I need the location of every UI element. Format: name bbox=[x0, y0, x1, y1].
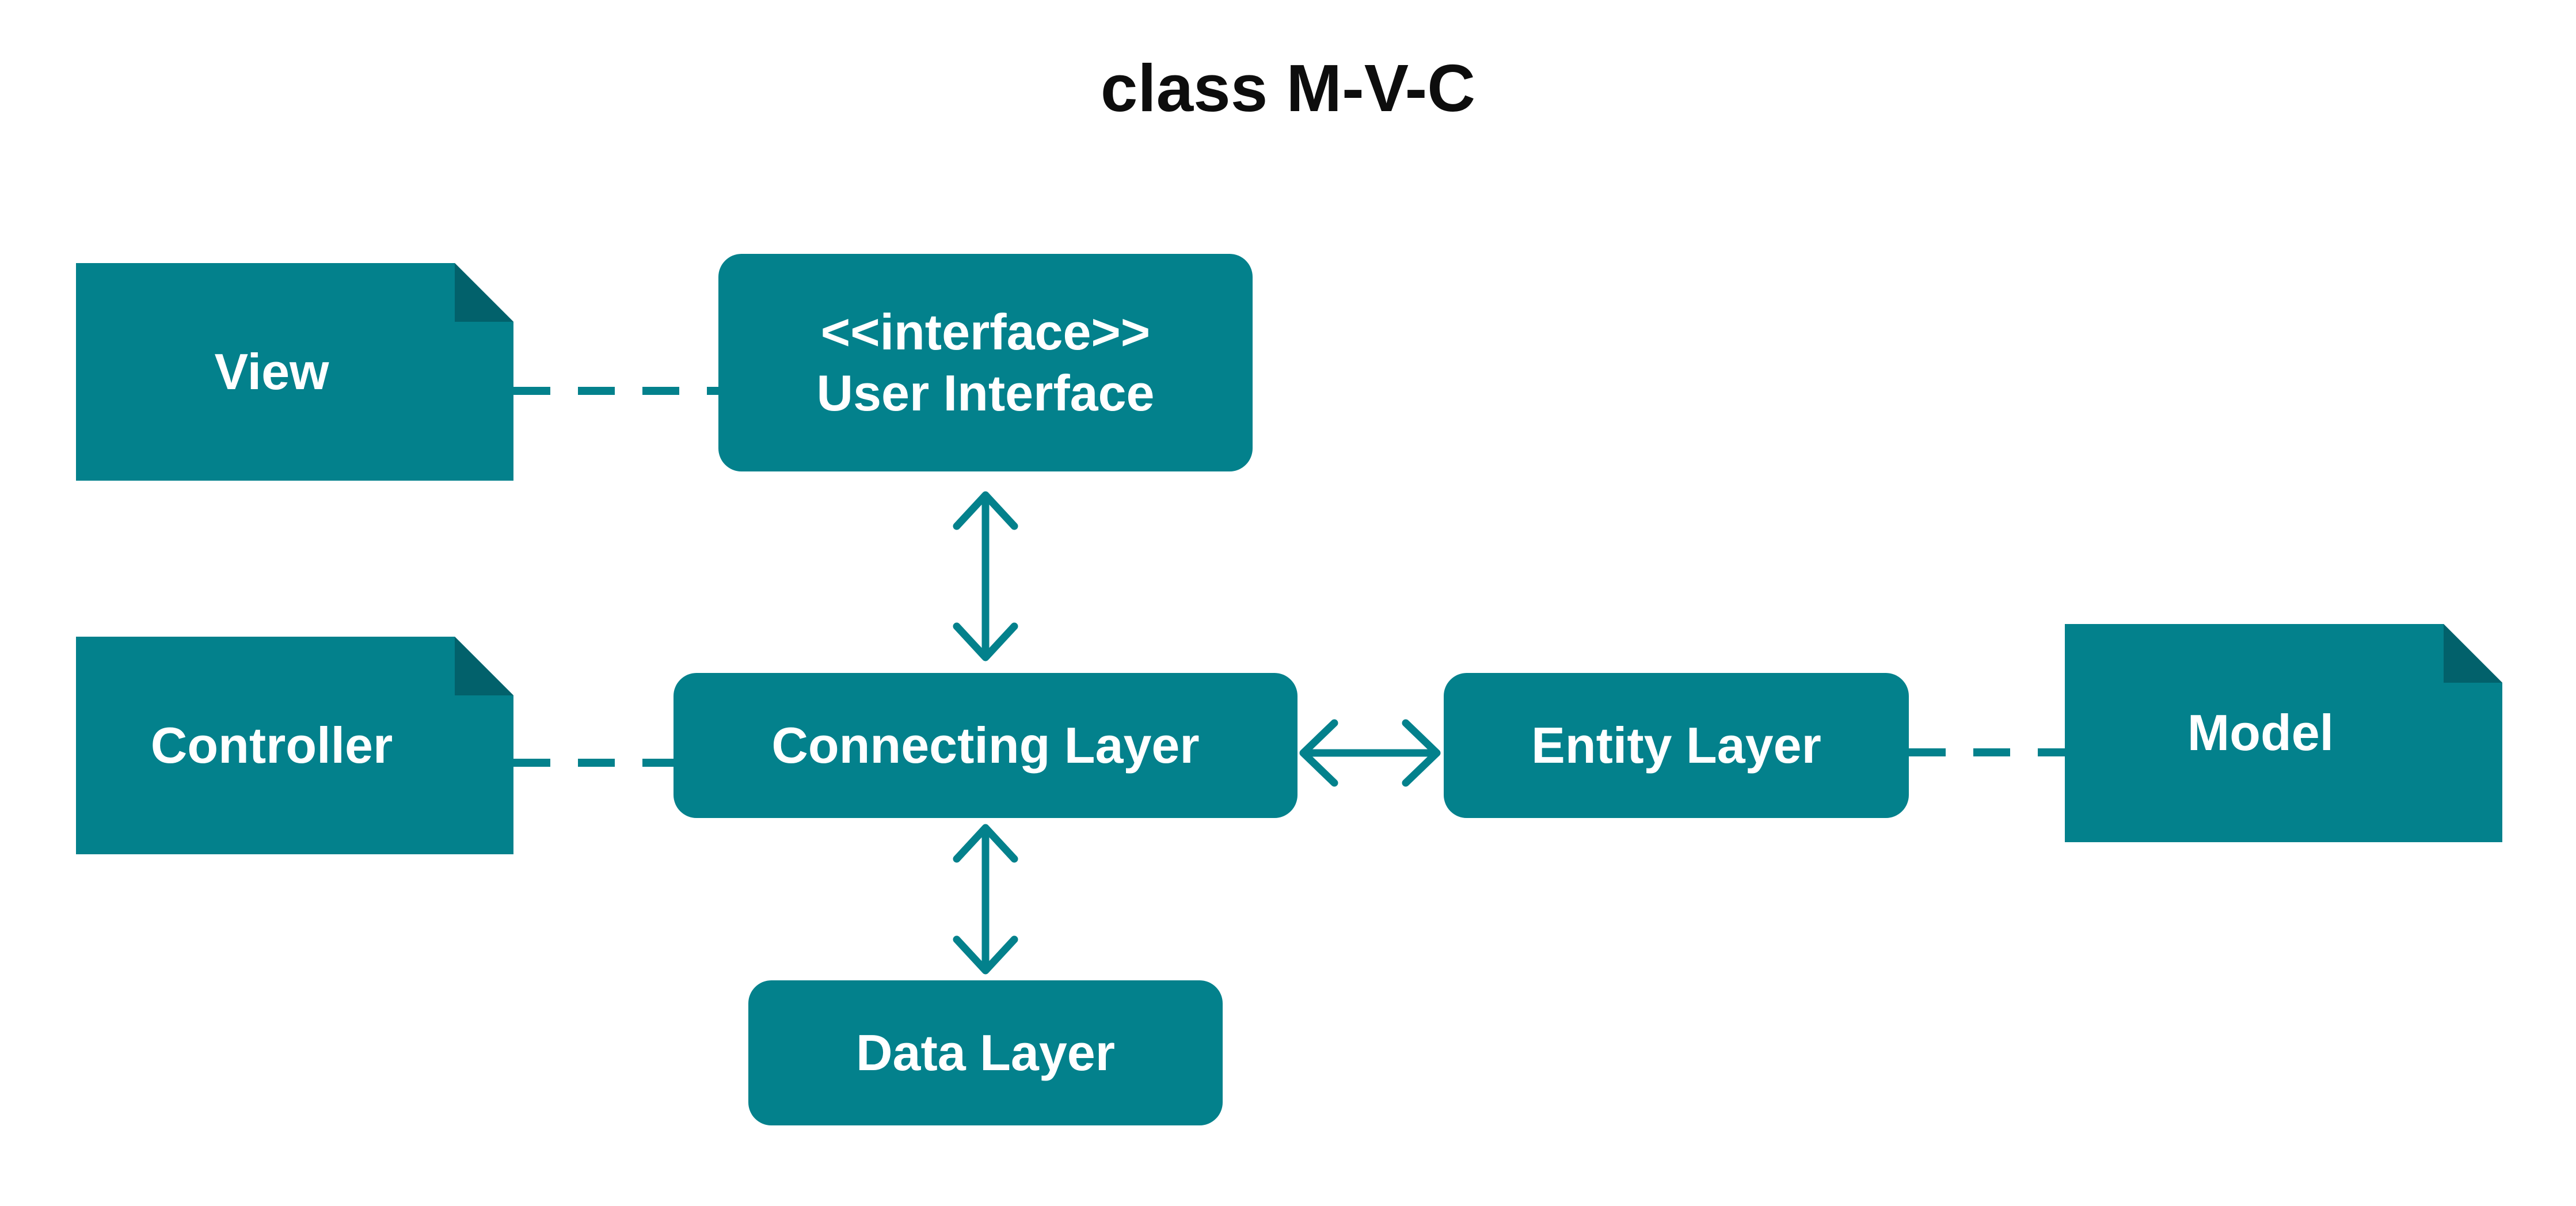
entity-layer-class: Entity Layer bbox=[1444, 673, 1909, 818]
controller-note-shape bbox=[76, 637, 513, 854]
view-note-label: View bbox=[214, 343, 329, 400]
data-layer-label: Data Layer bbox=[855, 1024, 1115, 1082]
diagram-title: class M-V-C bbox=[1100, 51, 1476, 125]
model-note-shape bbox=[2065, 624, 2502, 842]
connecting-entity-arrow bbox=[1299, 719, 1441, 787]
ui-connecting-arrow bbox=[953, 491, 1018, 661]
model-note: Model bbox=[2065, 624, 2456, 842]
connecting-layer-label: Connecting Layer bbox=[771, 717, 1200, 774]
connecting-data-arrow bbox=[953, 824, 1018, 975]
view-note-shape bbox=[76, 263, 513, 481]
controller-note-fold bbox=[455, 637, 513, 695]
user-interface-stereotype: <<interface>> bbox=[820, 303, 1151, 361]
user-interface-class: <<interface>> User Interface bbox=[718, 254, 1253, 471]
model-note-label: Model bbox=[2187, 704, 2334, 762]
model-note-fold bbox=[2444, 624, 2502, 683]
user-interface-name: User Interface bbox=[816, 364, 1155, 421]
view-note-fold bbox=[455, 263, 513, 322]
data-layer-class: Data Layer bbox=[748, 980, 1223, 1125]
connecting-layer-class: Connecting Layer bbox=[674, 673, 1297, 818]
controller-note: Controller bbox=[76, 637, 467, 854]
view-note: View bbox=[76, 263, 467, 481]
entity-layer-label: Entity Layer bbox=[1531, 717, 1821, 774]
controller-note-label: Controller bbox=[150, 716, 393, 774]
